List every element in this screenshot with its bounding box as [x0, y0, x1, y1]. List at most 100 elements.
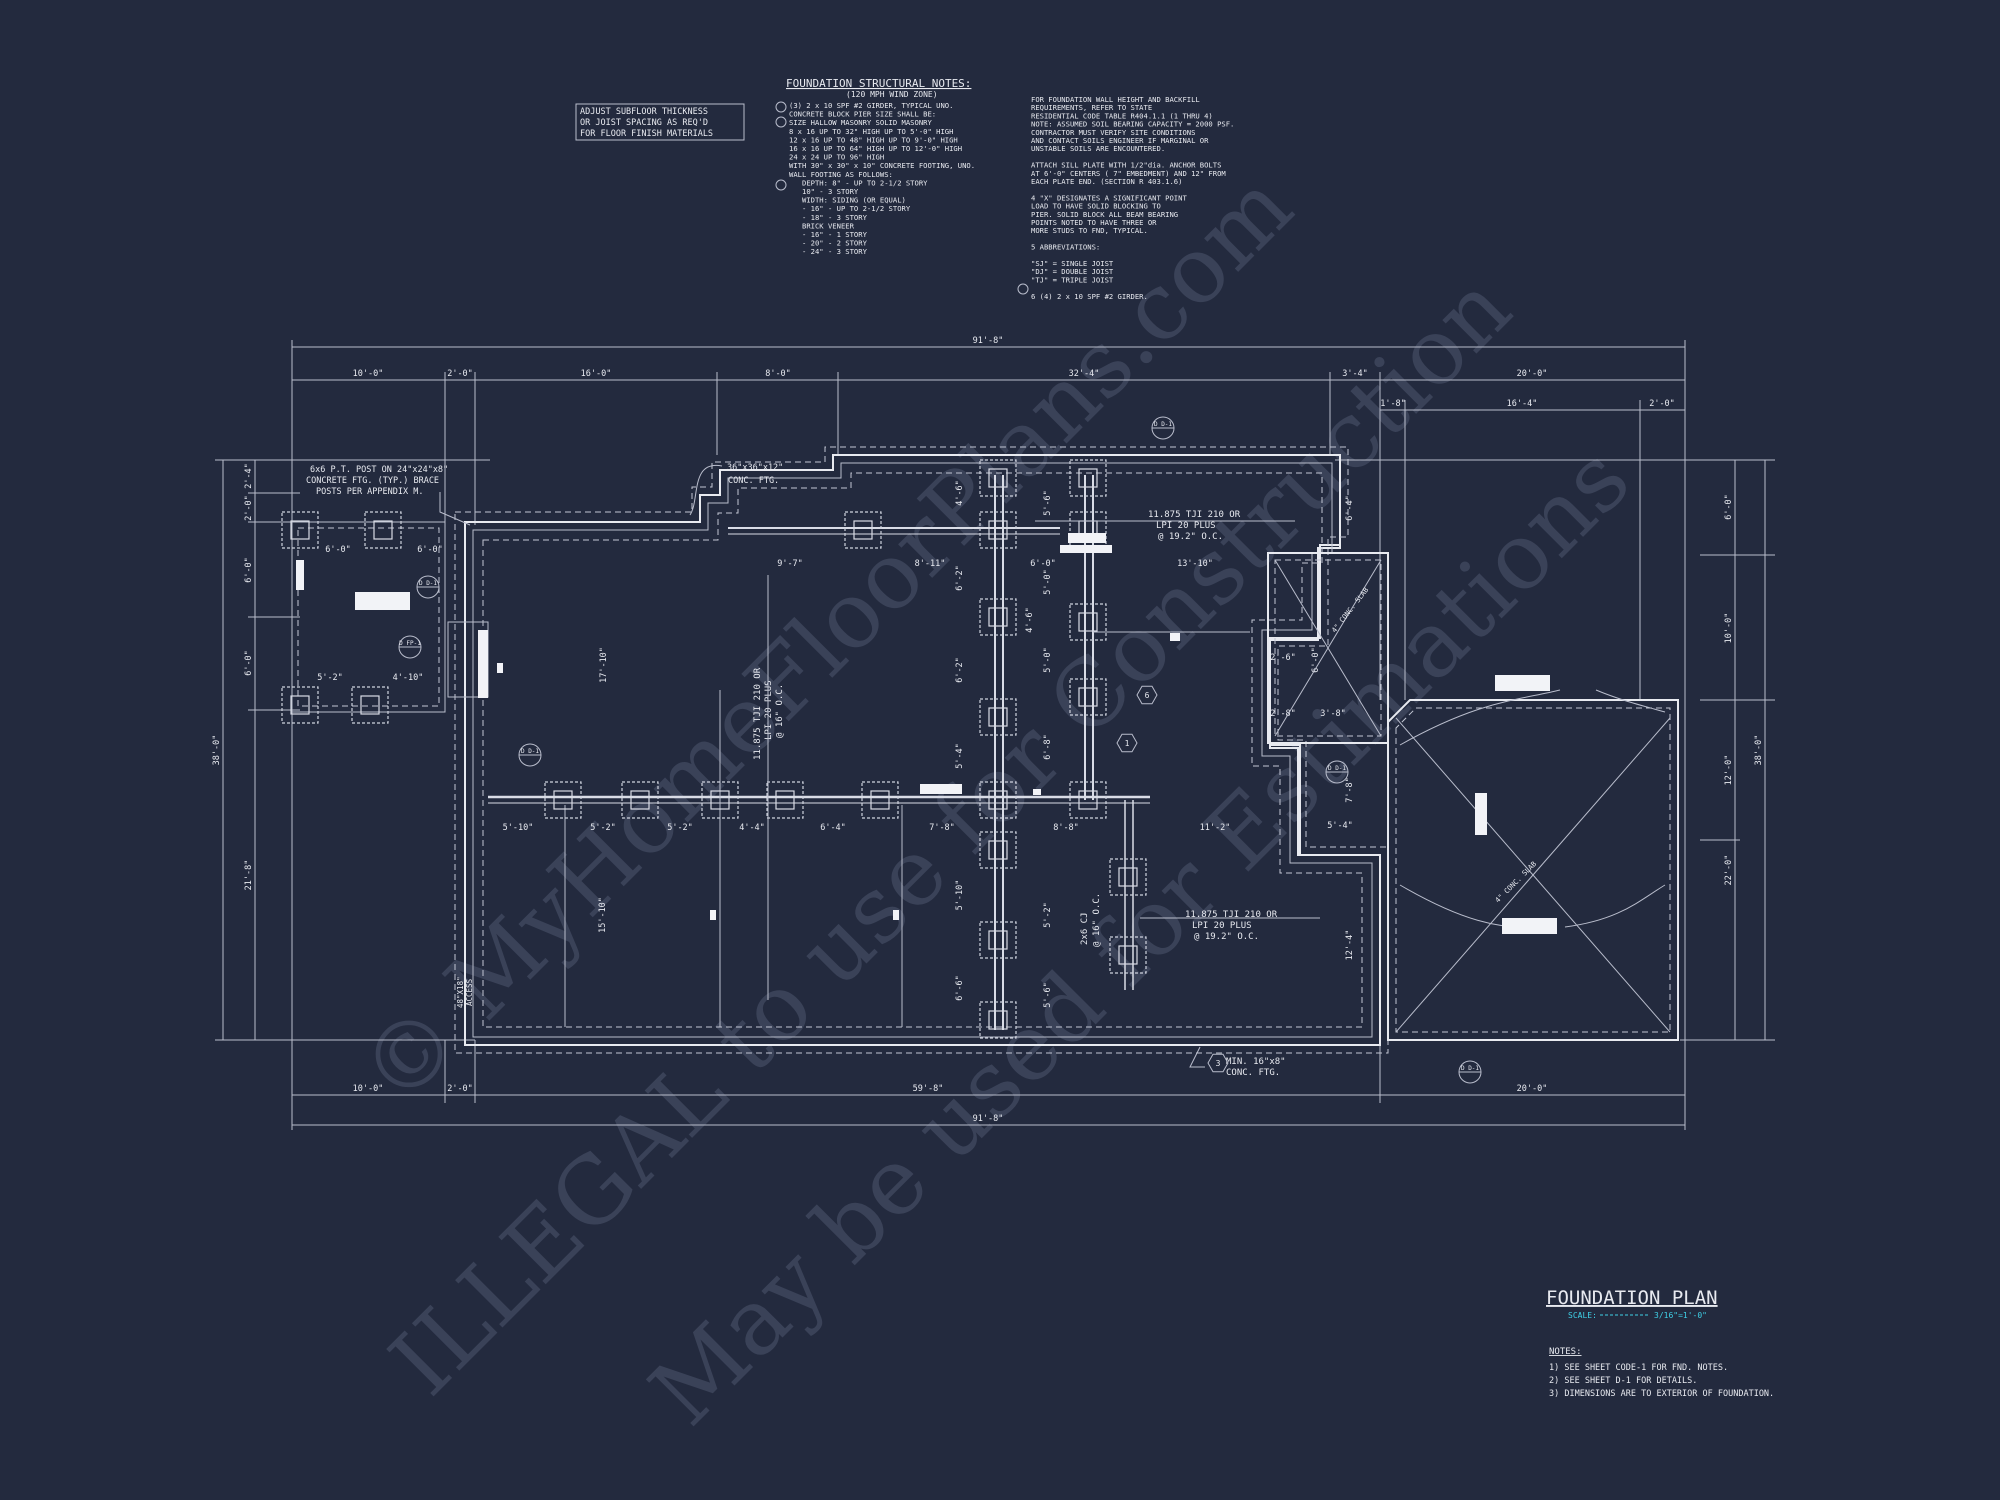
- garage-note-tag-mid: [1475, 793, 1487, 835]
- pier-footing: [979, 781, 1017, 819]
- dim-interior: 4'-6": [1025, 607, 1035, 633]
- dim-overall-top: 91'-8": [973, 336, 1004, 346]
- pier-footing: [1069, 678, 1107, 716]
- notes-right-line: UNSTABLE SOILS ARE ENCOUNTERED.: [1031, 144, 1165, 153]
- dim-top: 20'-0": [1517, 369, 1548, 379]
- notes-right-line: NOTE: ASSUMED SOIL BEARING CAPACITY = 20…: [1031, 120, 1234, 129]
- pier-block: [1118, 867, 1138, 887]
- dim-interior: 8'-11": [915, 559, 946, 569]
- tag-hearth: [478, 630, 488, 698]
- garage-footing: [1395, 707, 1671, 1033]
- pier-footings: [281, 459, 1147, 1039]
- tag-small-4: [1033, 789, 1041, 795]
- pier-block: [988, 1010, 1008, 1030]
- dim-interior: 5'-0": [1043, 569, 1053, 595]
- pier-footing: [979, 511, 1017, 549]
- note-2: 2) SEE SHEET D-1 FOR DETAILS.: [1549, 1376, 1697, 1386]
- tag-small-2: [710, 910, 716, 920]
- dim-interior: 6'-2": [955, 565, 965, 591]
- dim-interior: 6'-0": [325, 545, 351, 555]
- notes-right-line: EACH PLATE END. (SECTION R 403.1.6): [1031, 177, 1182, 186]
- pier-block: [870, 790, 890, 810]
- notes-left-line: DEPTH: 8" - UP TO 2-1/2 STORY: [802, 178, 928, 187]
- dim-top: 32'-4": [1069, 369, 1100, 379]
- callouts: 6x6 P.T. POST ON 24"x24"x8" CONCRETE FTG…: [306, 463, 1320, 1078]
- dim-interior: 2'-6": [1270, 653, 1296, 663]
- detail-tag-letter: D D-1: [521, 748, 539, 755]
- pier-block: [988, 520, 1008, 540]
- notes-left-line: - 16" - 1 STORY: [802, 230, 868, 239]
- notes-right-line: RESIDENTIAL CODE TABLE R404.1.1 (1 THRU …: [1031, 111, 1213, 120]
- pier-footing: [979, 1001, 1017, 1039]
- tag-girder-mid: [920, 784, 962, 794]
- dim-interior: 6'-0": [417, 545, 443, 555]
- notes-right-line: ATTACH SILL PLATE WITH 1/2"dia. ANCHOR B…: [1031, 161, 1221, 170]
- note-marker-1: [775, 101, 787, 113]
- detail-tag-letter: D D-1: [1154, 421, 1172, 428]
- pier-footing: [844, 511, 882, 549]
- pier-footing: [861, 781, 899, 819]
- pier-block: [710, 790, 730, 810]
- dim-interior: 5'-2": [1043, 902, 1053, 928]
- outer-foundation-path: [464, 454, 1381, 1046]
- dim-interior: 5'-4": [1327, 821, 1353, 831]
- dim-right-seg: 6'-0": [1724, 494, 1734, 520]
- pier-footing: [1109, 936, 1147, 974]
- pier-footing: [979, 921, 1017, 959]
- dim-interior: 9'-7": [777, 559, 803, 569]
- dim-bottom: 59'-8": [913, 1084, 944, 1094]
- pier-footing: [1109, 858, 1147, 896]
- dim-interior: 5'-0": [1043, 647, 1053, 673]
- notes-left-line: 16 x 16 UP TO 64" HIGH UP TO 12'-0" HIGH: [789, 144, 962, 153]
- dim-interior: 6'-0": [1030, 559, 1056, 569]
- dim-bottom: 20'-0": [1517, 1084, 1548, 1094]
- access-1: 48"X18": [456, 976, 465, 1008]
- garage-note-tag-bottom: [1502, 918, 1557, 934]
- pier-block: [1118, 945, 1138, 965]
- joist-top-1: 11.875 TJI 210 OR: [1148, 510, 1241, 520]
- dim-top: 10'-0": [353, 369, 384, 379]
- pier-footing: [979, 598, 1017, 636]
- dim-top-2: 2'-0": [1649, 399, 1675, 409]
- notes-left-line: - 24" - 3 STORY: [802, 247, 868, 256]
- post-callout-1: 6x6 P.T. POST ON 24"x24"x8": [310, 465, 448, 475]
- dim-interior: 5'-4": [955, 743, 965, 769]
- notes-left-line: - 16" - UP TO 2-1/2 STORY: [802, 204, 911, 213]
- joist-mid-2: LPI 20 PLUS: [764, 680, 774, 740]
- pier-block: [988, 707, 1008, 727]
- pier-block: [988, 790, 1008, 810]
- notes-right-line: AT 6'-0" CENTERS ( 7" EMBEDMENT) AND 12"…: [1031, 169, 1226, 178]
- mechanical-box-ftg: [1274, 559, 1382, 737]
- notes-left-line: 12 x 16 UP TO 48" HIGH UP TO 9'-0" HIGH: [789, 135, 958, 144]
- cj-2: @ 16" O.C.: [1092, 893, 1102, 947]
- notes-left-line: SIZE HALLOW MASONRY SOLID MASONRY: [789, 118, 932, 127]
- notes-right-line: PIER. SOLID BLOCK ALL BEAM BEARING: [1031, 210, 1178, 219]
- notes-right-line: CONTRACTOR MUST VERIFY SITE CONDITIONS: [1031, 128, 1195, 137]
- mech-slab-label: 4" CONC. SLAB: [1330, 586, 1370, 634]
- notes-right-line: "DJ" = DOUBLE JOIST: [1031, 267, 1114, 276]
- note-hex-tag: [1136, 685, 1158, 705]
- notes-right-line: "SJ" = SINGLE JOIST: [1031, 259, 1114, 268]
- tag-porch-beam: [355, 592, 410, 610]
- garage-slab-label: 4" CONC. SLAB: [1494, 860, 1538, 904]
- pier-block: [1078, 468, 1098, 488]
- dim-interior: 11'-2": [1200, 823, 1231, 833]
- pier-footing: [1069, 603, 1107, 641]
- dim-interior: 5'-2": [317, 673, 343, 683]
- notes-left-line: (3) 2 x 10 SPF #2 GIRDER, TYPICAL UNO.: [789, 101, 953, 110]
- joist-bottom-3: @ 19.2" O.C.: [1194, 932, 1259, 942]
- dim-interior: 15'-10": [598, 897, 608, 933]
- pier-footing: [979, 831, 1017, 869]
- notes-right-line: 6 (4) 2 x 10 SPF #2 GIRDER.: [1031, 292, 1148, 301]
- notes-right-line: MORE STUDS TO FND, TYPICAL.: [1031, 226, 1148, 235]
- dim-interior: 6'-0": [1311, 647, 1321, 673]
- watermark-line-2: ILLEGAL to use for Construction: [370, 254, 1531, 1415]
- dim-interior: 5'-6": [1043, 982, 1053, 1008]
- notes-left-column: (3) 2 x 10 SPF #2 GIRDER, TYPICAL UNO.CO…: [789, 101, 975, 256]
- notes-right-line: FOR FOUNDATION WALL HEIGHT AND BACKFILL: [1031, 95, 1200, 104]
- dim-interior: 6'-4": [1345, 495, 1355, 521]
- note-3: 3) DIMENSIONS ARE TO EXTERIOR OF FOUNDAT…: [1549, 1389, 1774, 1399]
- dim-interior: 6'-4": [820, 823, 846, 833]
